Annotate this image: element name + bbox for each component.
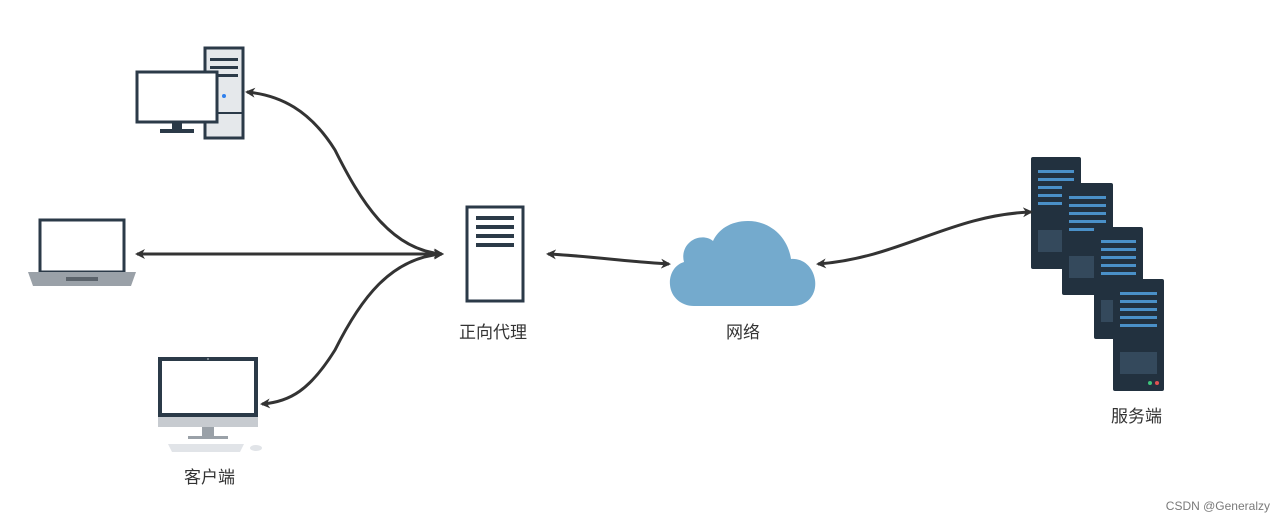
watermark: CSDN @Generalzy [1165,499,1270,513]
network-label: 网络 [726,323,760,343]
server-cluster-icon [1031,157,1164,391]
arrow-proxy-desktop [245,87,444,259]
arrow-proxy-imac [260,249,444,409]
cloud-icon [669,221,816,306]
imac-icon [158,357,262,452]
desktop-tower-icon [135,46,245,140]
server-label: 服务端 [1111,407,1162,427]
arrow-proxy-cloud [546,249,671,269]
arrow-cloud-server [816,207,1033,269]
proxy-label: 正向代理 [459,323,527,343]
client-label: 客户端 [184,468,235,488]
laptop-icon [28,218,136,286]
proxy-server-icon [465,205,525,303]
